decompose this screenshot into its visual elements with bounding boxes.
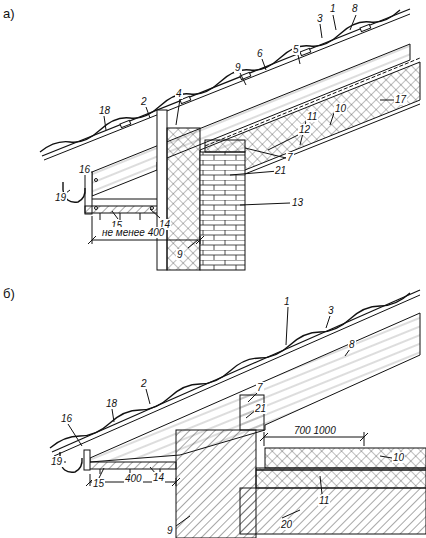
callout-number: 19: [54, 192, 67, 203]
callout-number: 9: [176, 249, 184, 260]
callout-number: 20: [280, 519, 293, 530]
callout-number: 21: [274, 165, 287, 176]
callout-number: 15: [92, 478, 105, 489]
callout-number: 14: [152, 472, 165, 483]
callout-number: 7: [286, 152, 294, 163]
callout-number: 17: [394, 94, 407, 105]
dimension-text: 400: [124, 473, 143, 484]
callout-number: 4: [175, 88, 183, 99]
figure-label: б): [2, 288, 16, 299]
callout-number: 18: [98, 105, 111, 116]
callout-number: 8: [348, 339, 356, 350]
callout-number: 12: [298, 124, 311, 135]
callout-number: 7: [256, 382, 264, 393]
callout-number: 11: [318, 495, 330, 506]
callout-number: 21: [254, 403, 267, 414]
callout-number: 19: [50, 456, 63, 467]
callout-number: 8: [351, 3, 359, 14]
callout-number: 13: [291, 197, 304, 208]
figure-label: а): [2, 8, 16, 19]
callout-number: 1: [329, 3, 337, 14]
dimension-text: не менее 400: [101, 227, 165, 238]
callout-number: 16: [78, 164, 91, 175]
callout-number: 11: [306, 111, 318, 122]
callout-number: 3: [327, 305, 335, 316]
callout-number: 9: [234, 62, 242, 73]
callout-number: 10: [392, 452, 405, 463]
callout-number: 5: [292, 44, 300, 55]
callout-number: 2: [140, 96, 148, 107]
callout-number: 1: [283, 296, 291, 307]
callout-number: 2: [140, 378, 148, 389]
callout-number: 18: [105, 398, 118, 409]
callout-number: 6: [256, 48, 264, 59]
dimension-text: 700 1000: [293, 425, 337, 436]
callout-number: 3: [316, 13, 324, 24]
callout-number: 16: [60, 413, 73, 424]
callout-number: 10: [334, 103, 347, 114]
callout-number: 9: [166, 525, 174, 536]
